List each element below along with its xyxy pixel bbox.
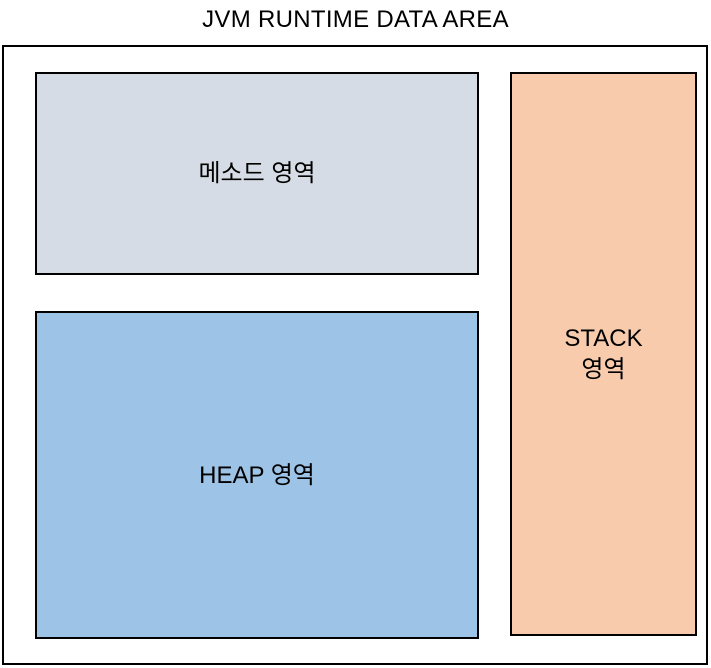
jvm-runtime-data-area-frame: 메소드 영역 HEAP 영역 STACK 영역 [2, 45, 708, 665]
method-area-box: 메소드 영역 [35, 72, 479, 275]
page-title: JVM RUNTIME DATA AREA [202, 6, 509, 33]
stack-area-label: STACK 영역 [564, 325, 643, 383]
heap-area-label: HEAP 영역 [199, 461, 315, 489]
stack-area-box: STACK 영역 [510, 72, 697, 636]
heap-area-box: HEAP 영역 [35, 311, 479, 639]
method-area-label: 메소드 영역 [198, 160, 316, 187]
